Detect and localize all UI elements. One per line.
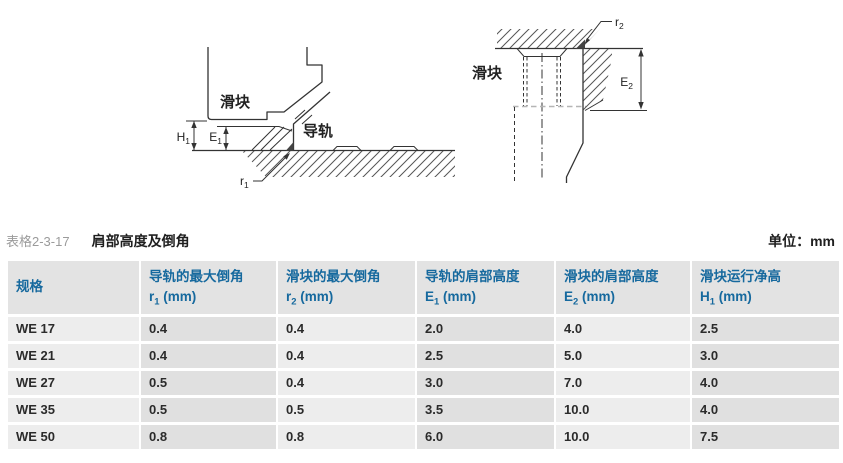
wall-hatching [583,49,612,110]
table-row-we27: WE 27 0.5 0.4 3.0 7.0 4.0 [8,371,839,395]
r1-chamfer-mark [286,142,294,151]
header-rail-shoulder-height-e1: 导轨的肩部高度 E1 (mm) [417,261,554,314]
value-cell: 5.0 [556,344,690,368]
value-cell: 3.5 [417,398,554,422]
e1-label: E1 [209,130,222,146]
value-cell: 0.4 [278,317,415,341]
rail-label: 导轨 [303,122,333,140]
value-cell: 6.0 [417,425,554,449]
r2-label: r2 [615,15,624,31]
value-cell: 7.5 [692,425,839,449]
diagrams-svg: H1 E1 r1 滑块 导轨 [177,15,647,190]
value-cell: 7.0 [556,371,690,395]
value-cell: 4.0 [692,371,839,395]
spec-cell: WE 21 [8,344,139,368]
value-cell: 2.0 [417,317,554,341]
h1-label: H1 [177,130,191,146]
table-caption-row: 表格2-3-17 肩部高度及倒角 单位：mm [6,231,835,251]
header-rail-max-chamfer-r1: 导轨的最大倒角 r1 (mm) [141,261,276,314]
value-cell: 10.0 [556,398,690,422]
value-cell: 3.0 [417,371,554,395]
technical-diagrams: H1 E1 r1 滑块 导轨 [0,0,843,222]
dimension-e2: E2 [620,49,644,110]
value-cell: 0.5 [141,371,276,395]
value-cell: 0.4 [278,344,415,368]
slider-outline-right [565,48,584,183]
spec-cell: WE 35 [8,398,139,422]
spec-cell: WE 27 [8,371,139,395]
rail-edge [292,91,331,150]
table-number: 表格2-3-17 [6,234,70,249]
value-cell: 0.8 [141,425,276,449]
base-tabs [332,146,419,151]
table-row-we21: WE 21 0.4 0.4 2.5 5.0 3.0 [8,344,839,368]
slider-outline [207,47,323,121]
value-cell: 0.4 [278,371,415,395]
r2-chamfer-mark [576,39,585,49]
unit-label: 单位：mm [768,233,835,249]
wall-bottom-chamfer [584,99,604,111]
value-cell: 0.8 [278,425,415,449]
rail-shoulder-line [217,126,293,132]
header-slider-clearance-h1: 滑块运行净高 H1 (mm) [692,261,839,314]
value-cell: 0.5 [141,398,276,422]
value-cell: 3.0 [692,344,839,368]
header-slider-shoulder-height-e2: 滑块的肩部高度 E2 (mm) [556,261,690,314]
value-cell: 0.5 [278,398,415,422]
table-row-we17: WE 17 0.4 0.4 2.0 4.0 2.5 [8,317,839,341]
rail-hatching [251,109,313,151]
slider-label-right: 滑块 [472,65,503,82]
table-row-we35: WE 35 0.5 0.5 3.5 10.0 4.0 [8,398,839,422]
header-spec: 规格 [8,261,139,314]
header-slider-max-chamfer-r2: 滑块的最大倒角 r2 (mm) [278,261,415,314]
value-cell: 2.5 [417,344,554,368]
table-title: 肩部高度及倒角 [91,233,190,249]
leader-r1: r1 [240,153,290,190]
spec-table: 规格 导轨的最大倒角 r1 (mm) 滑块的最大倒角 r2 (mm) 导轨的肩部… [6,258,841,452]
value-cell: 4.0 [692,398,839,422]
dimension-h1: H1 [177,120,207,150]
leader-r2: r2 [584,15,624,45]
r1-label: r1 [240,174,249,190]
e2-label: E2 [620,75,633,91]
value-cell: 0.4 [141,344,276,368]
spec-cell: WE 50 [8,425,139,449]
value-cell: 10.0 [556,425,690,449]
value-cell: 4.0 [556,317,690,341]
table-caption: 表格2-3-17 肩部高度及倒角 [6,231,190,251]
slider-label-left: 滑块 [220,94,251,111]
thread-dashed-lines [523,57,561,106]
base-hatching [242,151,455,177]
dimension-e1: E1 [209,127,229,150]
value-cell: 0.4 [141,317,276,341]
value-cell: 2.5 [692,317,839,341]
header-row: 规格 导轨的最大倒角 r1 (mm) 滑块的最大倒角 r2 (mm) 导轨的肩部… [8,261,839,314]
mount-hatching [497,29,600,48]
table-row-we50: WE 50 0.8 0.8 6.0 10.0 7.5 [8,425,839,449]
left-section-diagram: H1 E1 r1 滑块 导轨 [177,47,455,190]
right-section-diagram: r2 E2 [472,15,647,183]
spec-cell: WE 17 [8,317,139,341]
